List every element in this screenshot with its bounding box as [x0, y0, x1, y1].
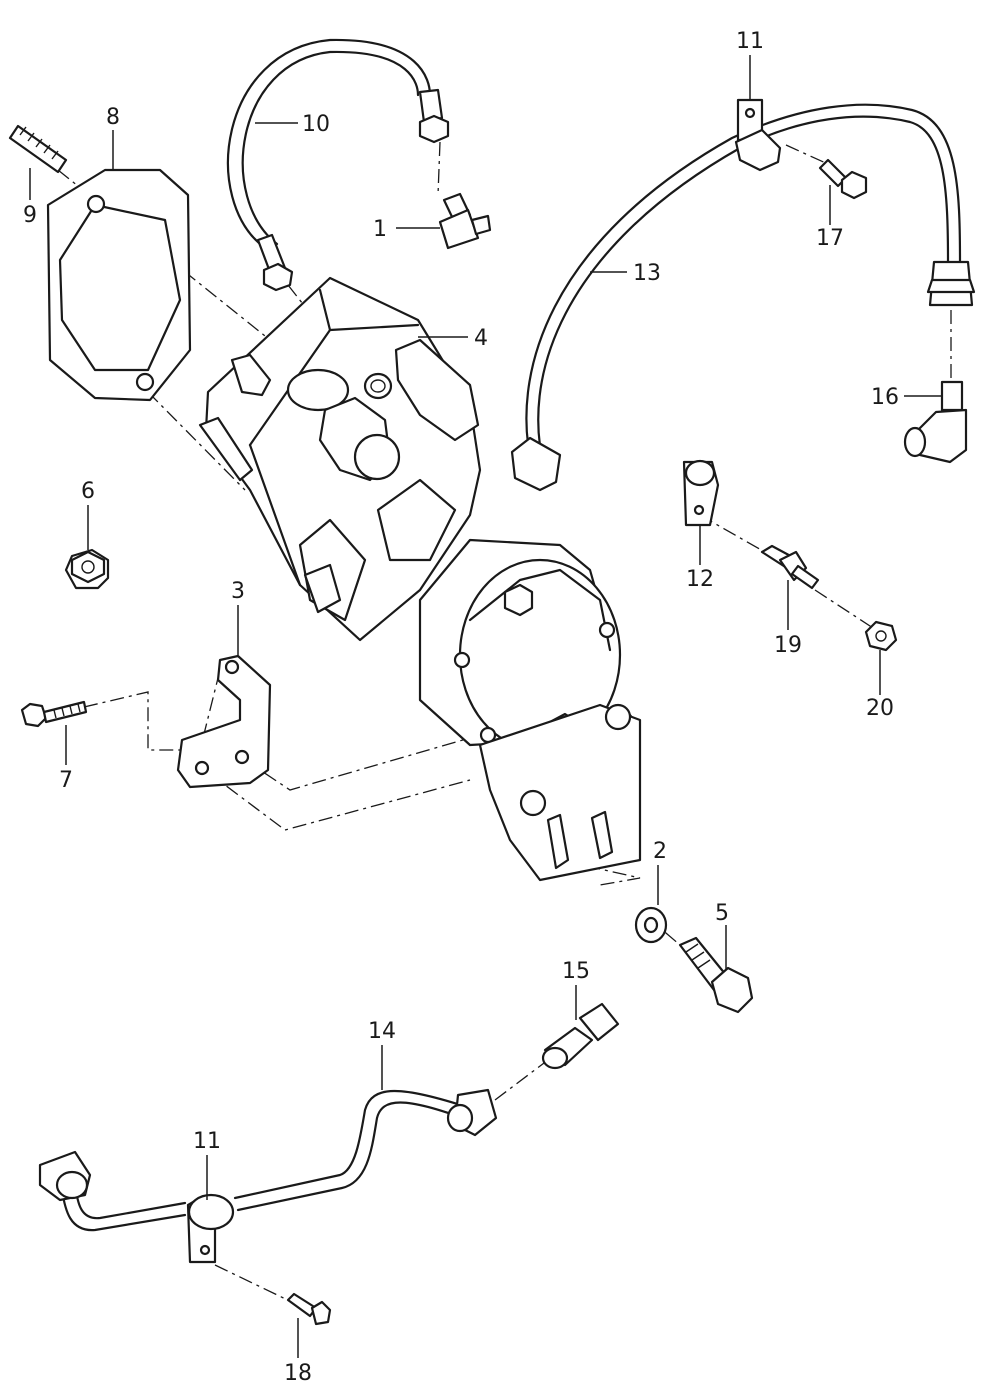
- callout-labels: 1 2 3 4 5 6 7 8 9 10 11 12 13 14 15 16 1…: [23, 29, 899, 1386]
- assembly-lines: [57, 141, 952, 1306]
- fuel-pipe-lower: [38, 1088, 498, 1232]
- hex-nut: [64, 548, 110, 590]
- callout-19: 19: [774, 633, 802, 658]
- callout-2: 2: [653, 839, 667, 864]
- double-stud: [760, 544, 820, 590]
- callout-8: 8: [106, 105, 120, 130]
- callout-11-upper: 11: [736, 29, 764, 54]
- callout-1: 1: [373, 217, 387, 242]
- mounting-bracket: [176, 654, 272, 789]
- callout-11-lower: 11: [193, 1129, 221, 1154]
- elbow-connector: [903, 380, 968, 464]
- clamp-bolt: [818, 158, 868, 200]
- callout-7: 7: [59, 768, 73, 793]
- pipe-clamp-upper: [734, 98, 782, 172]
- fuel-pipe-upper: [510, 103, 976, 492]
- callout-3: 3: [231, 579, 245, 604]
- fuel-pump-assembly: [198, 276, 642, 882]
- callout-13: 13: [633, 261, 661, 286]
- pipe-clamp-side: [682, 459, 720, 527]
- gasket: [46, 168, 192, 402]
- banjo-fitting: [438, 192, 492, 250]
- callout-18: 18: [284, 1361, 312, 1386]
- threaded-stud: [8, 124, 68, 174]
- callout-17: 17: [816, 226, 844, 251]
- callout-15: 15: [562, 959, 590, 984]
- callout-14: 14: [368, 1019, 396, 1044]
- callout-6: 6: [81, 479, 95, 504]
- callout-20: 20: [866, 696, 894, 721]
- pipe-clamp-lower: [186, 1193, 235, 1264]
- callout-5: 5: [715, 901, 729, 926]
- callout-9: 9: [23, 203, 37, 228]
- callout-4: 4: [474, 326, 488, 351]
- flexible-hose: [226, 38, 450, 292]
- callout-12: 12: [686, 567, 714, 592]
- connector-fitting: [541, 1002, 620, 1070]
- flange-nut: [864, 620, 898, 652]
- bolt: [20, 700, 88, 728]
- callout-10: 10: [302, 112, 330, 137]
- callout-16: 16: [871, 385, 899, 410]
- washer: [634, 906, 668, 944]
- small-bolt: [286, 1292, 332, 1326]
- hex-bolt: [678, 936, 754, 1014]
- leader-lines: [29, 55, 942, 1358]
